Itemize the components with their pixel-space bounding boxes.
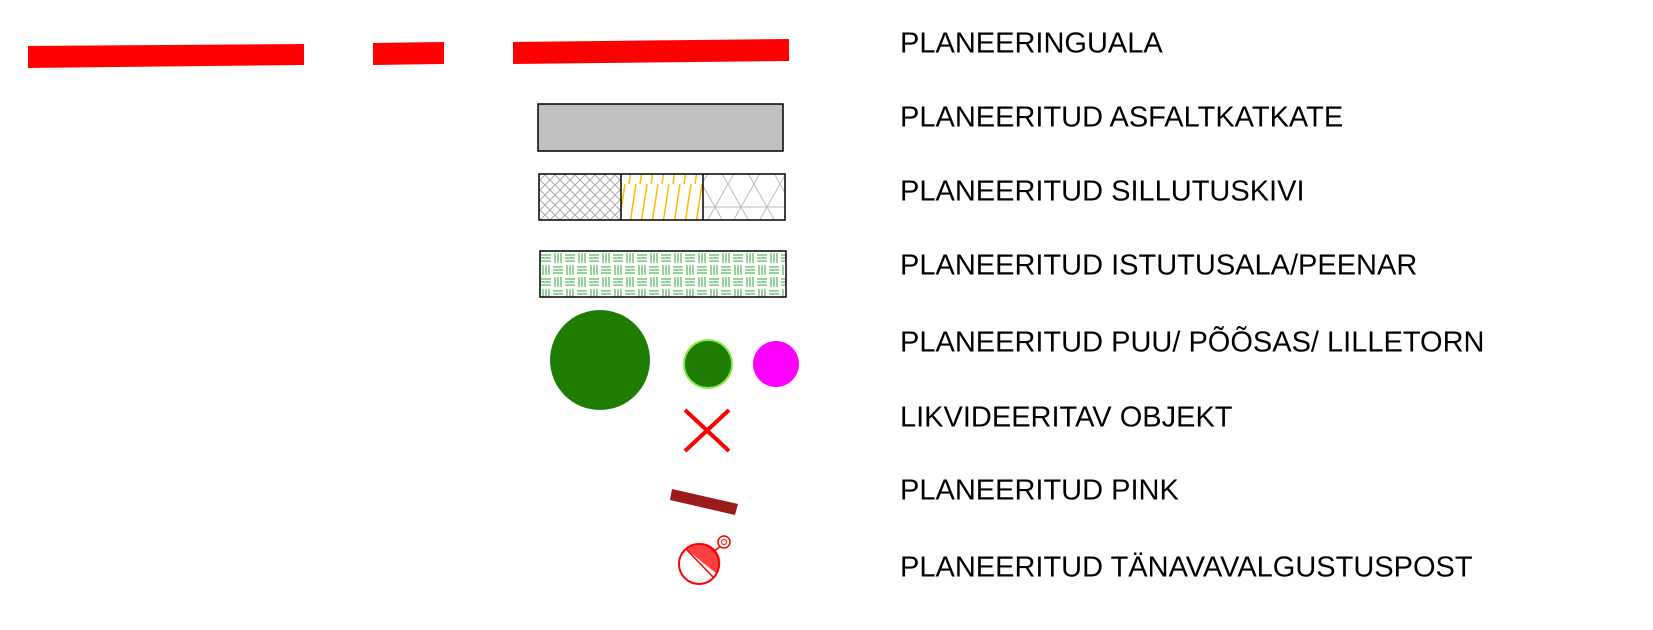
legend-label-istutusala: PLANEERITUD ISTUTUSALA/PEENAR	[900, 249, 1418, 282]
legend-label-asfaltkatkate: PLANEERITUD ASFALTKATKATE	[900, 101, 1344, 134]
removal-cross-icon	[683, 408, 731, 453]
legend-label-puu-poosas-lilletorn: PLANEERITUD PUU/ PÕÕSAS/ LILLETORN	[900, 326, 1485, 359]
legend-label-sillutuskivi: PLANEERITUD SILLUTUSKIVI	[900, 175, 1305, 208]
planting-bed-swatch	[539, 250, 787, 298]
bench-icon	[670, 489, 738, 515]
street-light-icon	[678, 535, 731, 585]
flower-tower-icon	[753, 341, 799, 387]
tree-icon	[550, 310, 650, 410]
asphalt-swatch	[537, 103, 784, 152]
legend-label-planeeringuala: PLANEERINGUALA	[900, 27, 1163, 60]
paving-stone-swatch	[538, 173, 786, 221]
legend-label-pink: PLANEERITUD PINK	[900, 474, 1179, 507]
shrub-icon	[683, 339, 733, 389]
legend-label-tanavavalgustuspost: PLANEERITUD TÄNAVAVALGUSTUSPOST	[900, 551, 1473, 584]
planning-boundary-line	[28, 39, 789, 68]
legend-label-likvideeritav: LIKVIDEERITAV OBJEKT	[900, 401, 1233, 434]
tree-shrub-flowertower-icons	[550, 310, 799, 410]
